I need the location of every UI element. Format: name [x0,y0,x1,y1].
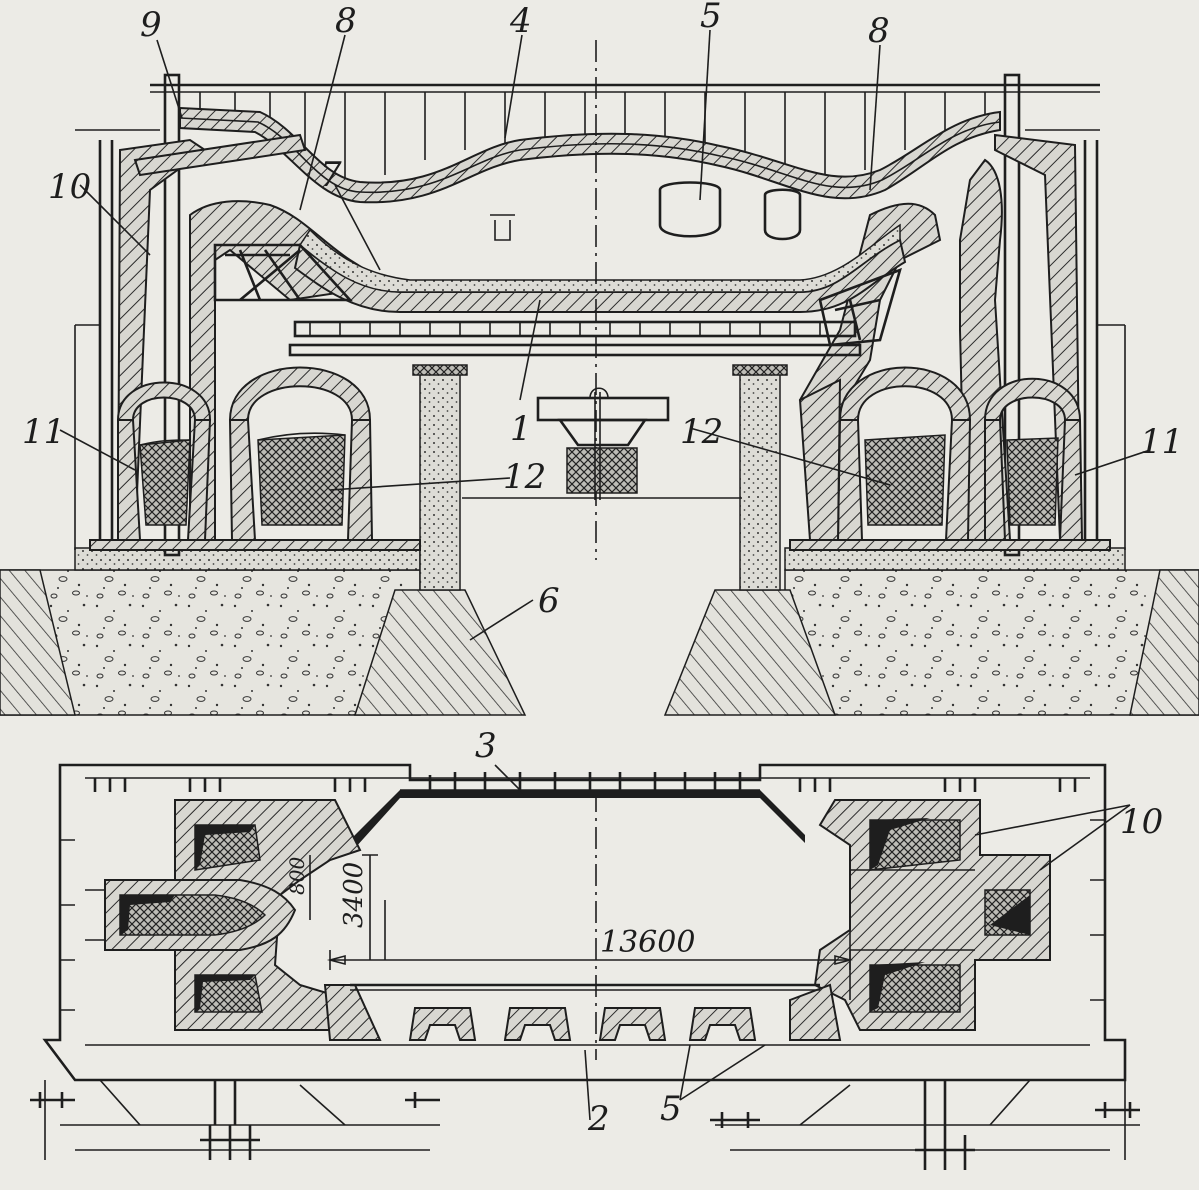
callout-labels: 9 8 4 5 8 10 7 11 1 12 12 11 6 3 10 2 5 … [22,0,1183,1139]
dimension-width: 3400 [339,862,369,928]
dimension-port: 800 [285,857,309,895]
checker-right-2 [1006,437,1059,526]
dimension-length: 13600 [600,925,695,960]
dim-line-length [329,950,851,970]
callout-9: 9 [140,5,162,45]
callout-10-top: 10 [48,167,91,207]
slab-left [74,547,421,571]
callout-7: 7 [320,155,342,195]
dim-line-width [362,854,378,960]
callout-4: 4 [509,1,532,41]
foundation-slope-left [0,569,76,716]
callout-12-lower: 12 [503,457,546,497]
burner-left [133,133,307,177]
foundation-slope-right [1129,569,1199,716]
plan-section [30,763,1140,1170]
callout-11-left: 11 [22,412,65,452]
callout-2: 2 [587,1099,610,1139]
callout-11-right: 11 [1140,422,1183,462]
bottom-leader-lines [494,764,1131,1121]
slab-right [784,547,1126,571]
bath-wall-top [350,790,805,848]
checker-right-1 [864,434,946,526]
bath-bank-right [789,983,842,1041]
hearth-bank [299,223,901,293]
callout-6: 6 [538,581,560,621]
checker-left-1 [139,439,191,526]
callout-1: 1 [510,409,532,449]
callout-5-top: 5 [700,0,722,36]
roof-arch [179,106,1001,204]
valve-assemblies [30,1080,1140,1170]
callout-3: 3 [475,726,497,766]
longitudinal-section [0,29,1199,716]
callout-8-right: 8 [868,11,890,51]
callout-12-upper: 12 [680,412,723,452]
ladle-car [536,387,670,500]
callout-8-left: 8 [335,1,357,41]
column-right [739,369,781,591]
bath-bank-left [323,984,382,1041]
callout-5-bottom: 5 [660,1089,682,1129]
charging-doors [408,1007,757,1041]
regenerator-arch-left-2 [228,366,372,421]
checker-left-2 [257,434,346,526]
top-leader-lines [59,29,1151,641]
column-left [419,369,461,591]
callout-10-bottom: 10 [1120,802,1163,842]
